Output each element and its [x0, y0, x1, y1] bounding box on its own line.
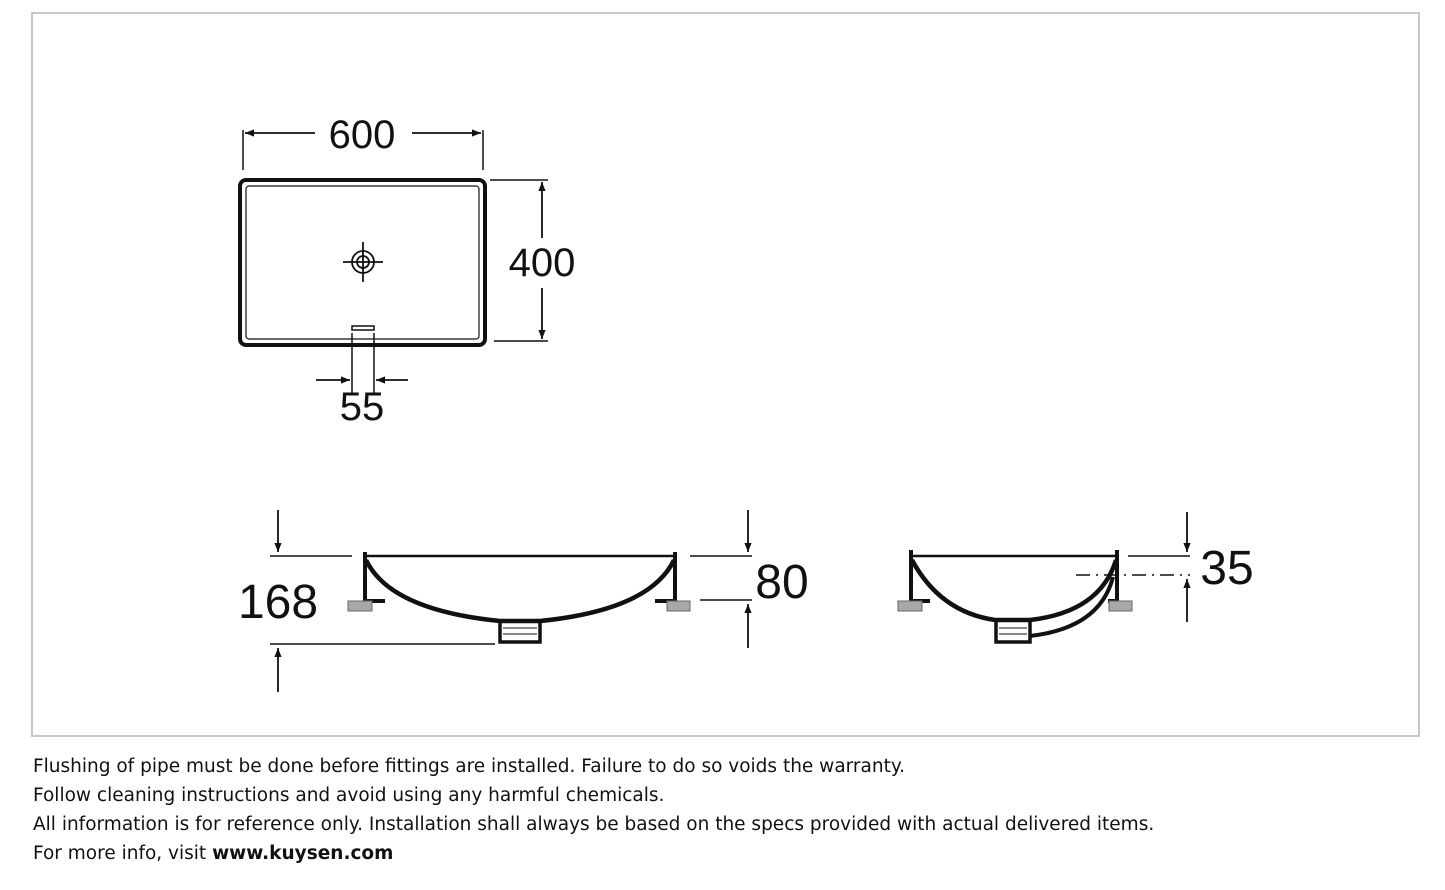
more-info-prefix: For more info, visit: [33, 843, 213, 864]
drawing-frame: [31, 12, 1420, 737]
note-more-info: For more info, visit www.kuysen.com: [33, 839, 1154, 868]
total-height-dimension: 168: [238, 576, 318, 629]
note-cleaning: Follow cleaning instructions and avoid u…: [33, 785, 665, 806]
depth-dimension: 400: [509, 241, 576, 285]
bowl-depth-dimension: 80: [755, 556, 808, 609]
width-dimension: 600: [329, 113, 396, 157]
note-flushing: Flushing of pipe must be done before fit…: [33, 756, 906, 777]
note-reference: All information is for reference only. I…: [33, 814, 1155, 835]
bracket: [897, 600, 923, 612]
top-view: [238, 129, 548, 395]
overflow-dimension: 55: [340, 385, 385, 429]
drain-icon: [343, 242, 383, 282]
overflow-offset-dimension: 35: [1200, 542, 1253, 595]
bracket: [347, 600, 373, 612]
front-view: [270, 510, 752, 692]
website-link[interactable]: www.kuysen.com: [212, 843, 394, 864]
notes: Flushing of pipe must be done before fit…: [33, 752, 1154, 868]
bracket: [1108, 600, 1133, 612]
bracket: [666, 600, 691, 612]
side-view: [897, 512, 1191, 644]
overflow-slot: [351, 325, 375, 331]
